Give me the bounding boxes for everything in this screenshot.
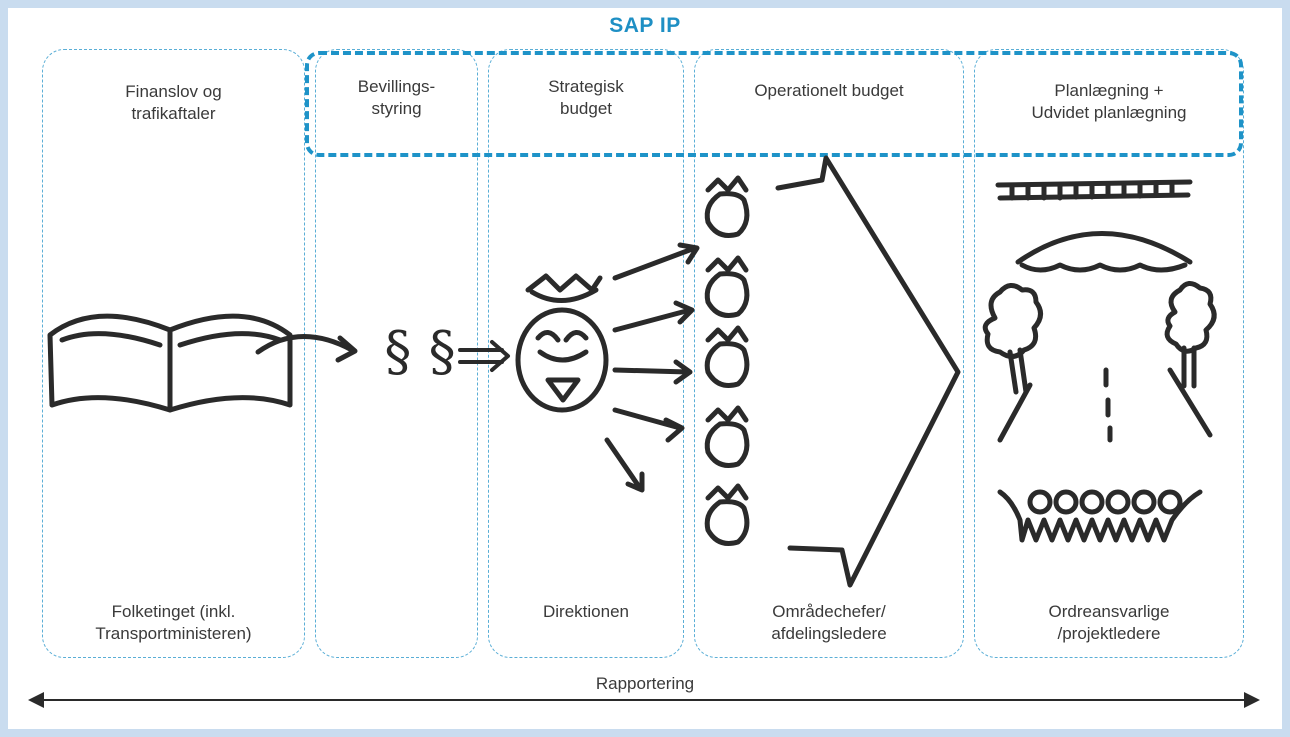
column-title-strategisk: Strategisk budget: [548, 77, 624, 118]
section-sign-icon: § §: [384, 320, 456, 383]
column-footer-operationelt: Områdechefer/ afdelingsledere: [771, 602, 887, 643]
column-footer-strategisk: Direktionen: [543, 602, 629, 621]
rapportering-label: Rapportering: [595, 674, 695, 693]
column-footer-planlaegning: Ordreansvarlige /projektledere: [1048, 602, 1170, 643]
open-book-icon: [47, 313, 293, 413]
column-title-operationelt: Operationelt budget: [754, 81, 904, 100]
road-icon: [997, 367, 1213, 443]
column-bevillingsstyring: [315, 49, 478, 658]
column-title-finanslov: Finanslov og trafikaftaler: [125, 82, 222, 123]
bridge-icon: [995, 179, 1193, 201]
book-to-section-arrow: [255, 334, 358, 363]
tunnel-icon: [1015, 231, 1193, 273]
column-operationelt-budget: [694, 49, 964, 658]
rapportering-arrow: [28, 692, 1260, 708]
column-finanslov: [42, 49, 305, 658]
tree-icon: [982, 281, 1217, 395]
money-bag-icon: [515, 273, 609, 413]
column-title-planlaegning: Planlægning + Udvidet planlægning: [1031, 81, 1187, 122]
double-arrow-icon: [458, 340, 510, 372]
column-planlaegning: [974, 49, 1244, 658]
distribution-arrows: [604, 242, 700, 493]
sap-ip-group-box: [305, 51, 1243, 157]
column-footer-finanslov: Folketinget (inkl. Transportministeren): [95, 602, 252, 643]
wall-icon: [997, 489, 1203, 543]
bracket-shape: [775, 155, 961, 588]
column-title-bevillingsstyring: Bevillings- styring: [357, 77, 436, 118]
sap-ip-label: SAP IP: [609, 14, 681, 37]
column-strategisk-budget: [488, 49, 684, 658]
small-money-bag-icon: [704, 175, 750, 546]
